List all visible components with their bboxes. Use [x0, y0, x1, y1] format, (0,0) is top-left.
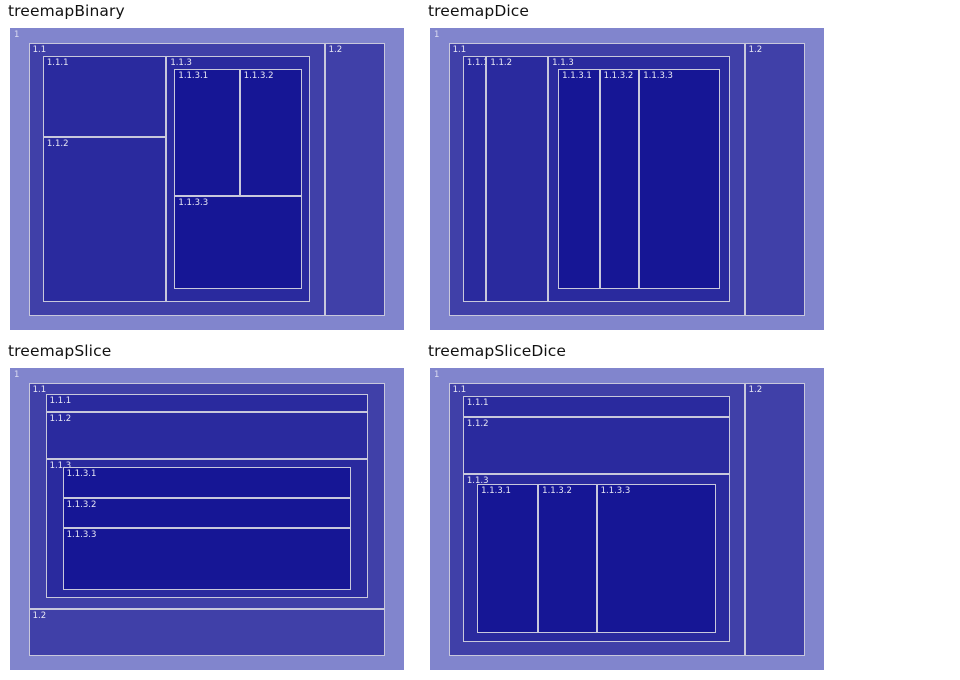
treemap-node-1-2[interactable]: 1.2: [744, 382, 806, 656]
panel-treemap-binary: treemapBinary 1 1.1 1.1.1 1.1.2 1.1.3 1.…: [0, 0, 420, 340]
treemap-node-label: 1.1: [452, 44, 467, 55]
treemap-node-label: 1.1.3.3: [643, 70, 673, 81]
treemap-node-label: 1.1.2: [466, 419, 489, 430]
treemap-node-1-1-3[interactable]: 1.1.3 1.1.3.1 1.1.3.2 1.1.3.3: [548, 55, 731, 303]
treemap-node-label: 1.2: [32, 611, 47, 621]
treemap-node-label: 1.1.3.1: [178, 70, 209, 81]
treemap-node-label: 1.1.1: [46, 57, 69, 68]
treemap-node-label: 1: [14, 370, 20, 380]
treemap-node-1-1[interactable]: 1.1 1.1.1 1.1.2 1.1.3 1.1.3.1 1.1.3.2: [448, 42, 745, 316]
treemap-node-1-1-3-3[interactable]: 1.1.3.3: [174, 196, 303, 290]
treemap-node-root[interactable]: 1 1.1 1.1.1 1.1.2 1.1.3 1.1.3.1: [430, 28, 824, 330]
treemap-binary: 1 1.1 1.1.1 1.1.2 1.1.3 1.1.3.1: [10, 28, 404, 330]
treemap-node-label: 1.1.3.2: [542, 485, 572, 496]
treemap-slice: 1 1.1 1.1.1 1.1.2 1.1.3 1.1.3.1: [10, 368, 404, 670]
treemap-node-label: 1.1.1: [466, 397, 489, 408]
panel-treemap-dice: treemapDice 1 1.1 1.1.1 1.1.2 1.1.3 1.1.…: [420, 0, 840, 340]
treemap-node-label: 1.1.2: [46, 138, 69, 149]
treemap-node-label: 1.1: [32, 384, 47, 395]
treemap-node-label: 1.2: [748, 44, 763, 55]
treemap-node-label: 1: [434, 30, 440, 40]
treemap-node-label: 1: [14, 30, 20, 40]
treemap-node-label: 1.1.3: [170, 57, 192, 68]
treemap-node-label: 1.1.3.2: [66, 500, 97, 511]
treemap-node-label: 1.2: [748, 384, 763, 395]
page-title: treemapSliceDice: [428, 342, 567, 360]
treemap-node-label: 1.1.1: [49, 395, 72, 406]
page-title: treemapBinary: [8, 2, 125, 20]
treemap-node-label: 1.1.3.2: [243, 70, 274, 81]
page-title: treemapSlice: [8, 342, 112, 360]
treemap-dice: 1 1.1 1.1.1 1.1.2 1.1.3 1.1.3.1: [430, 28, 824, 330]
treemap-node-1-1-3-1[interactable]: 1.1.3.1: [477, 483, 539, 633]
treemap-node-1-2[interactable]: 1.2: [744, 42, 806, 316]
treemap-node-1-1-3[interactable]: 1.1.3 1.1.3.1 1.1.3.2 1.1.3.3: [462, 474, 731, 643]
treemap-node-label: 1.1: [32, 44, 47, 55]
treemap-node-1-1-2[interactable]: 1.1.2: [42, 136, 167, 303]
treemap-node-label: 1.1.3.3: [178, 198, 209, 209]
treemap-node-1-1-3-3[interactable]: 1.1.3.3: [62, 528, 352, 591]
treemap-node-1-1-2[interactable]: 1.1.2: [462, 417, 731, 475]
treemap-node-label: 1.1.2: [49, 413, 72, 424]
treemap-node-1-1-2[interactable]: 1.1.2: [486, 55, 549, 303]
treemap-node-1-1-3-3[interactable]: 1.1.3.3: [639, 68, 721, 290]
treemap-node-label: 1.1.3.1: [481, 485, 511, 496]
treemap-node-label: 1.1.3: [552, 57, 574, 68]
treemap-grid: treemapBinary 1 1.1 1.1.1 1.1.2 1.1.3 1.…: [0, 0, 840, 670]
treemap-node-1-2[interactable]: 1.2: [324, 42, 386, 316]
treemap-node-label: 1: [434, 370, 440, 380]
treemap-node-1-1-3-2[interactable]: 1.1.3.2: [62, 498, 352, 529]
treemap-node-1-1-3-1[interactable]: 1.1.3.1: [62, 466, 352, 499]
treemap-node-1-1[interactable]: 1.1 1.1.1 1.1.2 1.1.3 1.1.3.1 1.1.3.2: [28, 382, 386, 609]
treemap-node-1-1-3[interactable]: 1.1.3 1.1.3.1 1.1.3.2 1.1.3.3: [45, 458, 369, 598]
treemap-node-label: 1.1.3.1: [562, 70, 592, 81]
treemap-node-1-1-3-3[interactable]: 1.1.3.3: [596, 483, 717, 633]
treemap-node-1-1-3-2[interactable]: 1.1.3.2: [599, 68, 640, 290]
treemap-node-label: 1.1.3.1: [66, 468, 97, 479]
treemap-node-1-1-1[interactable]: 1.1.1: [42, 55, 167, 137]
treemap-node-label: 1.1.3.2: [603, 70, 634, 81]
treemap-node-1-1-1[interactable]: 1.1.1: [462, 55, 487, 303]
treemap-slice-dice: 1 1.1 1.1.1 1.1.2 1.1.3 1.1.3.1: [430, 368, 824, 670]
treemap-node-label: 1.1.3.3: [600, 485, 631, 496]
treemap-node-1-1-3-2[interactable]: 1.1.3.2: [538, 483, 597, 633]
treemap-node-1-1[interactable]: 1.1 1.1.1 1.1.2 1.1.3 1.1.3.1 1.1.3.2: [448, 382, 745, 656]
treemap-node-label: 1.1.1: [466, 57, 487, 68]
treemap-node-1-1-3-1[interactable]: 1.1.3.1: [174, 68, 240, 197]
treemap-node-1-1-3-2[interactable]: 1.1.3.2: [239, 68, 303, 197]
treemap-node-1-1-3-1[interactable]: 1.1.3.1: [558, 68, 600, 290]
treemap-node-label: 1.1.2: [490, 57, 512, 68]
treemap-node-label: 1.2: [328, 44, 343, 55]
treemap-node-root[interactable]: 1 1.1 1.1.1 1.1.2 1.1.3 1.1.3.1: [10, 368, 404, 670]
page-title: treemapDice: [428, 2, 530, 20]
treemap-node-root[interactable]: 1 1.1 1.1.1 1.1.2 1.1.3 1.1.3.1: [10, 28, 404, 330]
treemap-node-1-2[interactable]: 1.2: [28, 609, 386, 656]
treemap-node-label: 1.1.3.3: [66, 530, 97, 541]
treemap-node-1-1-1[interactable]: 1.1.1: [462, 395, 731, 418]
treemap-node-1-1[interactable]: 1.1 1.1.1 1.1.2 1.1.3 1.1.3.1 1.1.3.2: [28, 42, 325, 316]
treemap-node-1-1-3[interactable]: 1.1.3 1.1.3.1 1.1.3.2 1.1.3.3: [166, 55, 311, 303]
treemap-node-root[interactable]: 1 1.1 1.1.1 1.1.2 1.1.3 1.1.3.1: [430, 368, 824, 670]
panel-treemap-slice: treemapSlice 1 1.1 1.1.1 1.1.2 1.1.3 1.1…: [0, 340, 420, 680]
treemap-node-1-1-2[interactable]: 1.1.2: [45, 411, 369, 459]
treemap-node-label: 1.1: [452, 384, 467, 395]
treemap-node-1-1-1[interactable]: 1.1.1: [45, 393, 369, 412]
panel-treemap-slice-dice: treemapSliceDice 1 1.1 1.1.1 1.1.2 1.1.3…: [420, 340, 840, 680]
